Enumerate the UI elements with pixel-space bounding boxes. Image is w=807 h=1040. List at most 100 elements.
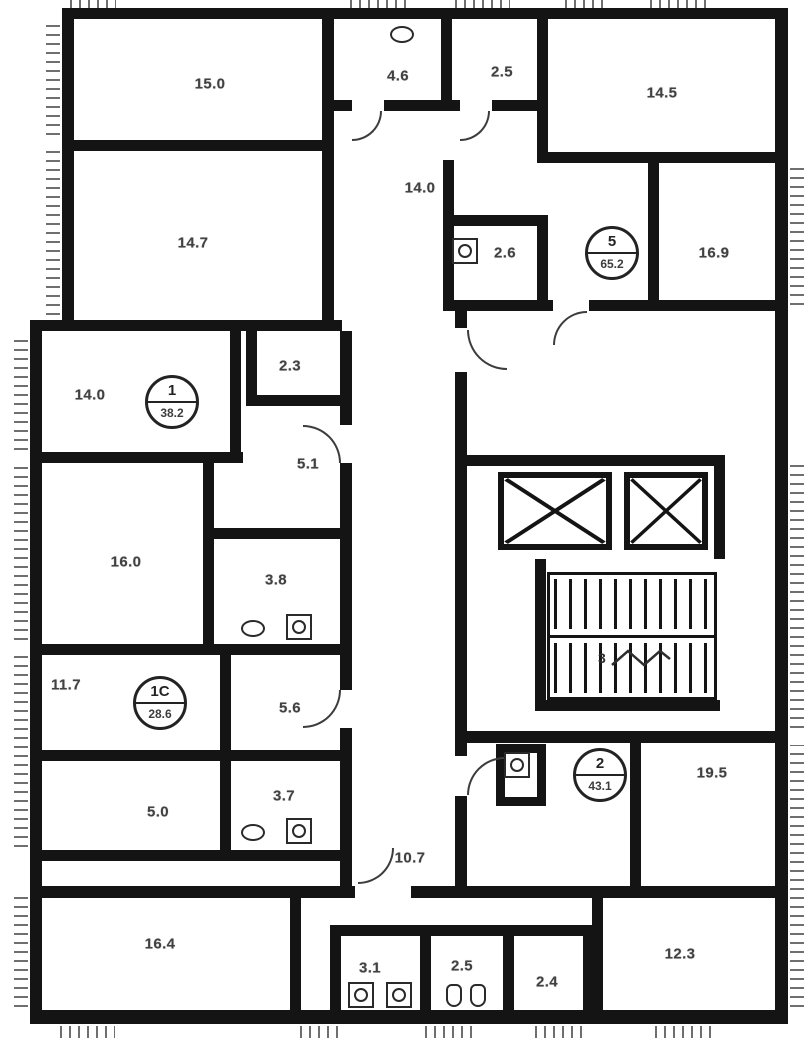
balcony-hatch <box>14 335 28 450</box>
stair-flight <box>554 579 710 629</box>
washing-machine-icon <box>452 238 478 264</box>
door-swing-icon <box>467 330 507 370</box>
apartment-number: 2 <box>595 755 605 772</box>
wall <box>630 742 641 890</box>
door-swing-icon <box>303 690 341 728</box>
room-area-label: 12.3 <box>664 945 696 963</box>
room-area-label: 5.6 <box>278 699 302 717</box>
wall <box>30 320 42 1020</box>
room-area-label: 19.5 <box>696 764 728 782</box>
door-opening <box>553 300 589 311</box>
wall <box>548 152 776 163</box>
stairs-number-label: 3 <box>598 650 606 666</box>
balcony-hatch <box>14 465 28 640</box>
wall <box>30 644 342 655</box>
room-area-label: 3.7 <box>272 787 296 805</box>
apartment-area: 65.2 <box>600 257 624 271</box>
apartment-area: 43.1 <box>588 779 612 793</box>
wall <box>322 8 334 331</box>
window-hatch <box>14 895 28 1007</box>
room-area-label: 16.4 <box>144 935 176 953</box>
toilet-icon <box>446 984 462 1007</box>
wall <box>203 463 214 533</box>
stairs-direction: 3 <box>598 645 672 671</box>
door-opening <box>460 100 492 111</box>
washing-machine-icon <box>348 982 374 1008</box>
room-area-label: 4.6 <box>386 67 410 85</box>
wall <box>330 925 594 936</box>
window-hatch <box>70 0 116 8</box>
wall <box>503 925 514 1012</box>
window-hatch <box>790 745 804 1007</box>
wall <box>537 8 548 163</box>
room-area-label: 2.3 <box>278 357 302 375</box>
wall <box>537 215 548 311</box>
washing-machine-icon <box>286 818 312 844</box>
door-swing-icon <box>358 848 394 884</box>
door-opening <box>455 328 467 372</box>
wall <box>455 731 786 743</box>
wall <box>648 163 659 311</box>
wall <box>775 8 788 1022</box>
apartment-number: 5 <box>607 233 617 250</box>
elevator-cross-icon <box>630 478 702 544</box>
room-area-label: 14.0 <box>404 179 436 197</box>
wall <box>230 331 241 463</box>
elevator-shaft <box>624 472 708 550</box>
window-hatch <box>565 0 605 8</box>
door-swing-icon <box>460 111 490 141</box>
sink-icon <box>241 620 265 637</box>
room-area-label: 5.1 <box>296 455 320 473</box>
wall <box>290 886 301 1012</box>
window-hatch <box>790 460 804 728</box>
wall <box>455 455 720 466</box>
room-area-label: 14.5 <box>646 84 678 102</box>
wall <box>592 886 603 1012</box>
elevator-shaft <box>498 472 612 550</box>
stairs-direction-icon <box>610 649 671 667</box>
staircase <box>547 572 717 700</box>
stair-landing <box>550 635 714 638</box>
wall <box>334 100 546 111</box>
door-opening <box>340 690 352 728</box>
window-hatch <box>425 1026 475 1038</box>
wall <box>535 700 720 711</box>
wall <box>30 452 243 463</box>
apartment-badge: 2 43.1 <box>573 748 627 802</box>
apartment-badge: 5 65.2 <box>585 226 639 280</box>
wall <box>535 559 546 711</box>
apartment-badge: 1 38.2 <box>145 375 199 429</box>
toilet-icon <box>470 984 486 1007</box>
wall <box>441 8 452 108</box>
washing-machine-icon <box>504 752 530 778</box>
wall <box>583 925 594 1012</box>
room-area-label: 14.7 <box>177 234 209 252</box>
sink-icon <box>241 824 265 841</box>
room-area-label: 5.0 <box>146 803 170 821</box>
door-swing-icon <box>553 311 587 345</box>
stair-flight <box>554 643 710 693</box>
wall <box>203 528 214 648</box>
window-hatch <box>46 20 60 135</box>
wall <box>30 850 345 861</box>
room-area-label: 16.9 <box>698 244 730 262</box>
wall <box>455 311 467 886</box>
apartment-badge: 1C 28.6 <box>133 676 187 730</box>
room-area-label: 3.1 <box>358 959 382 977</box>
room-area-label: 3.8 <box>264 571 288 589</box>
sink-icon <box>390 26 414 43</box>
wall <box>340 331 352 892</box>
wall <box>246 331 257 404</box>
wall <box>30 320 342 331</box>
window-hatch <box>46 150 60 315</box>
apartment-area: 38.2 <box>160 406 184 420</box>
wall <box>420 925 431 1012</box>
elevator-cross-icon <box>504 478 606 544</box>
room-area-label: 11.7 <box>51 676 81 694</box>
apartment-area: 28.6 <box>148 707 172 721</box>
window-hatch <box>60 1026 115 1038</box>
wall <box>443 215 548 226</box>
door-opening <box>340 425 352 463</box>
wall <box>330 925 341 1012</box>
